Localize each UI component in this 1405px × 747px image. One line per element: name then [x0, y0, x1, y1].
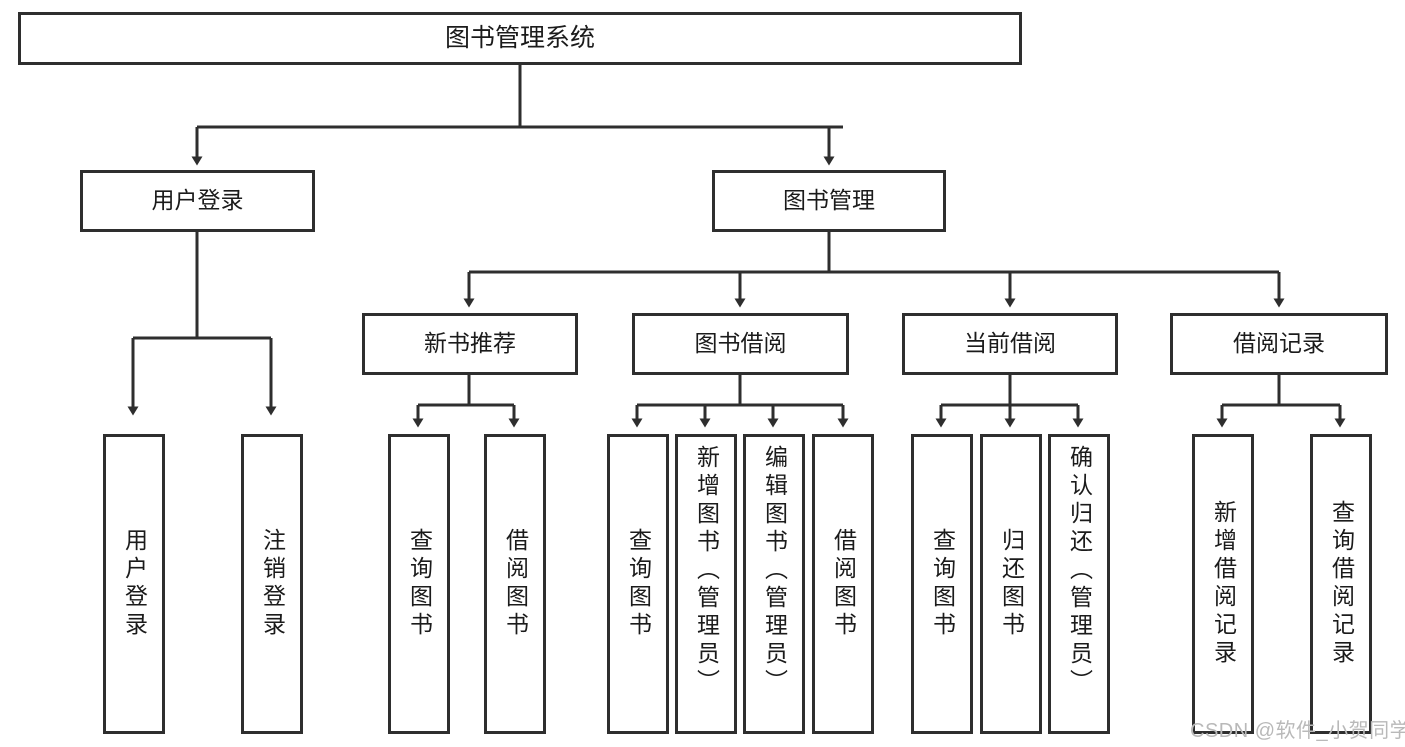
- node-book-management[interactable]: 图书管理: [712, 170, 946, 232]
- node-label: 新增借阅记录: [1210, 500, 1237, 668]
- node-label: 确认归还（管理员）: [1066, 445, 1093, 697]
- csdn-watermark: CSDN @软件_小贺同学: [1190, 720, 1405, 742]
- node-label: 归还图书: [998, 528, 1025, 640]
- node-label: 用户登录: [151, 187, 244, 214]
- leaf-logout-login[interactable]: 注销登录: [241, 434, 303, 734]
- node-label: 查询图书: [929, 528, 956, 640]
- leaf-borrow-book-borrow[interactable]: 借阅图书: [812, 434, 874, 734]
- leaf-query-book-new-recommend[interactable]: 查询图书: [388, 434, 450, 734]
- leaf-query-book-borrow[interactable]: 查询图书: [607, 434, 669, 734]
- leaf-query-borrow-record[interactable]: 查询借阅记录: [1310, 434, 1372, 734]
- node-label: 图书借阅: [694, 330, 787, 357]
- node-user-login[interactable]: 用户登录: [80, 170, 315, 232]
- node-root-book-management-system[interactable]: 图书管理系统: [18, 12, 1022, 65]
- node-label: 借阅图书: [502, 528, 529, 640]
- node-label: 新增图书（管理员）: [693, 445, 720, 697]
- leaf-query-book-current[interactable]: 查询图书: [911, 434, 973, 734]
- node-label: 用户登录: [121, 528, 148, 640]
- node-label: 查询借阅记录: [1328, 500, 1355, 668]
- node-current-borrow[interactable]: 当前借阅: [902, 313, 1118, 375]
- node-label: 当前借阅: [964, 330, 1056, 357]
- node-label: 借阅记录: [1233, 330, 1325, 357]
- leaf-confirm-return-admin[interactable]: 确认归还（管理员）: [1048, 434, 1110, 734]
- leaf-return-book[interactable]: 归还图书: [980, 434, 1042, 734]
- node-book-borrow[interactable]: 图书借阅: [632, 313, 849, 375]
- node-label: 注销登录: [259, 528, 286, 640]
- node-borrow-record[interactable]: 借阅记录: [1170, 313, 1388, 375]
- leaf-edit-book-admin[interactable]: 编辑图书（管理员）: [743, 434, 805, 734]
- node-label: 图书管理: [783, 187, 875, 214]
- leaf-add-borrow-record[interactable]: 新增借阅记录: [1192, 434, 1254, 734]
- node-new-book-recommend[interactable]: 新书推荐: [362, 313, 578, 375]
- node-label: 借阅图书: [830, 528, 857, 640]
- leaf-user-login[interactable]: 用户登录: [103, 434, 165, 734]
- node-label: 新书推荐: [424, 330, 516, 357]
- node-label: 查询图书: [625, 528, 652, 640]
- leaf-borrow-book-new-recommend[interactable]: 借阅图书: [484, 434, 546, 734]
- node-label: 查询图书: [406, 528, 433, 640]
- node-label: 编辑图书（管理员）: [761, 445, 788, 697]
- leaf-add-book-admin[interactable]: 新增图书（管理员）: [675, 434, 737, 734]
- node-label: 图书管理系统: [444, 23, 595, 52]
